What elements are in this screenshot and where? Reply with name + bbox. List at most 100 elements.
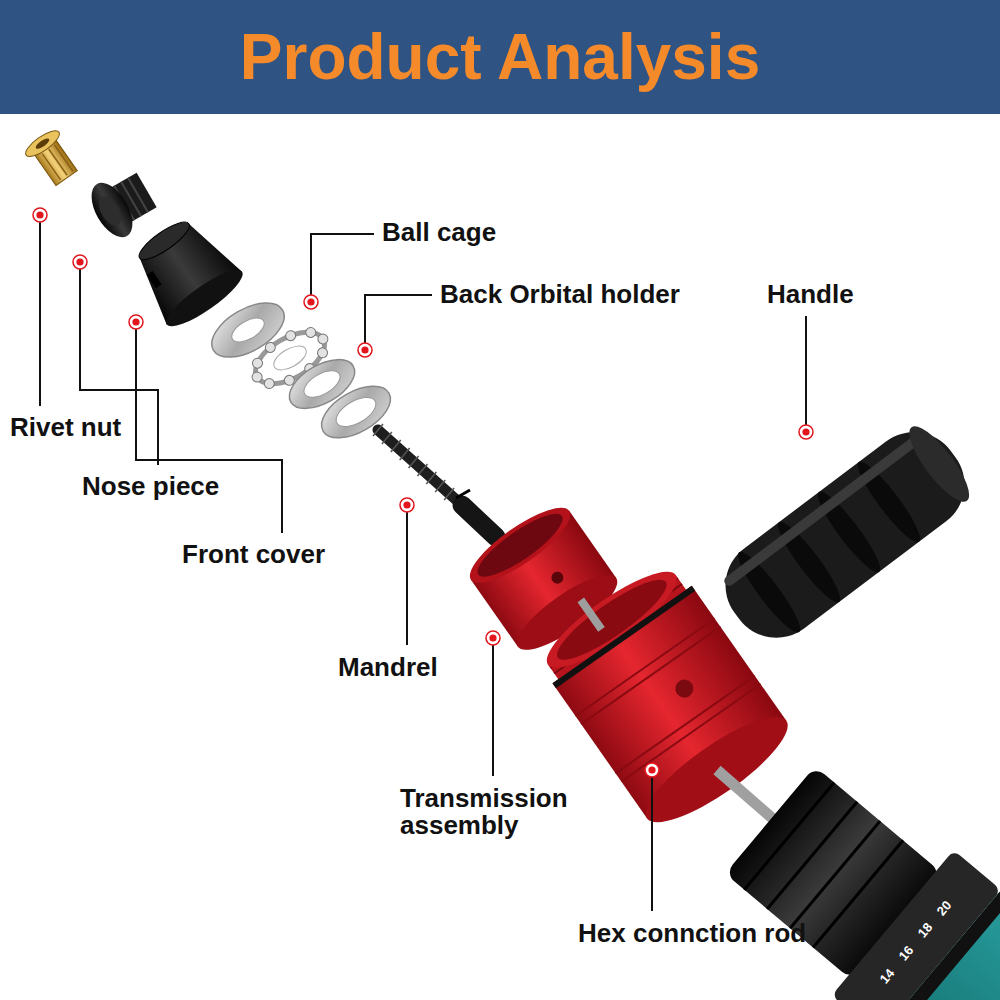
illustration-shape — [54, 145, 72, 171]
illustration-shape — [575, 618, 714, 716]
illustration-shape — [147, 271, 162, 288]
illustration-shape — [461, 496, 580, 594]
illustration-shape — [651, 770, 653, 911]
illustration-shape — [470, 505, 570, 586]
illustration-shape — [552, 586, 695, 688]
illustration-shape — [578, 598, 605, 632]
illustration-shape — [462, 505, 496, 537]
illustration-shape — [400, 448, 410, 460]
nose-piece-part — [83, 164, 161, 244]
illustration-shape — [725, 766, 941, 979]
illustration-shape — [391, 440, 401, 452]
illustration-shape — [400, 498, 414, 512]
illustration-shape — [426, 472, 436, 484]
illustration-shape — [94, 193, 126, 230]
illustration-shape — [132, 318, 139, 325]
drill-part — [699, 736, 1000, 1000]
illustration-shape — [39, 215, 41, 406]
illustration-shape — [536, 558, 688, 682]
illustration-shape — [373, 424, 454, 500]
part-label: Nose piece — [82, 473, 219, 500]
illustration-shape — [36, 211, 43, 218]
part-label: Back Orbital holder — [440, 281, 680, 308]
mandrel-part — [373, 424, 496, 537]
illustration-shape — [417, 464, 427, 476]
illustration-shape — [400, 498, 414, 512]
illustration-shape — [365, 295, 432, 350]
illustration-shape — [707, 414, 983, 656]
illustration-shape — [645, 763, 659, 777]
illustration-shape — [262, 377, 276, 391]
illustration-shape — [382, 432, 392, 444]
illustration-shape — [304, 326, 318, 340]
illustration-shape — [284, 329, 298, 343]
illustration-shape — [129, 315, 143, 329]
illustration-shape — [270, 341, 310, 375]
illustration-shape — [373, 424, 383, 436]
illustration-shape — [799, 425, 813, 439]
thrust-bearing-part — [203, 292, 399, 449]
illustration-shape — [645, 763, 659, 777]
illustration-shape — [34, 137, 51, 151]
illustration-shape — [648, 766, 655, 773]
illustration-shape — [128, 178, 148, 213]
part-label: Ball cage — [382, 219, 496, 246]
illustration-shape — [228, 313, 268, 347]
illustration-shape — [581, 627, 720, 725]
illustration-shape — [22, 126, 63, 160]
illustration-shape — [621, 684, 760, 782]
part-label: Handle — [767, 281, 854, 308]
illustration-shape — [486, 631, 500, 645]
illustration-shape — [307, 298, 314, 305]
illustration-shape — [358, 343, 372, 357]
part-label: Mandrel — [338, 654, 438, 681]
title: Product Analysis — [0, 0, 1000, 114]
illustration-shape — [409, 456, 419, 468]
illustration-shape — [435, 480, 445, 492]
illustration-shape — [83, 176, 141, 244]
illustration-shape — [406, 505, 408, 645]
illustration-shape — [802, 428, 809, 435]
illustration-shape — [799, 425, 813, 439]
illustration-shape — [73, 255, 87, 269]
part-label: Front cover — [182, 541, 325, 568]
handle-part — [707, 414, 983, 656]
part-label: Hex connction rod — [578, 920, 806, 947]
illustration-shape — [869, 878, 1000, 1000]
illustration-shape — [42, 154, 60, 180]
title-band — [0, 0, 1000, 114]
illustration-shape — [767, 802, 857, 909]
part-label: Transmission assembly — [400, 785, 600, 840]
illustration-shape — [486, 631, 500, 645]
illustration-shape — [851, 456, 927, 548]
illustration-shape — [129, 315, 143, 329]
illustration-shape — [311, 234, 374, 302]
illustration-shape — [489, 634, 496, 641]
illustration-shape — [744, 782, 834, 889]
illustration-shape — [722, 429, 928, 587]
illustration-shape — [492, 638, 494, 776]
illustration-shape — [76, 258, 83, 265]
illustration-shape — [444, 488, 454, 500]
illustration-shape — [869, 878, 1000, 1000]
illustration-shape — [331, 391, 380, 432]
leader-lines — [40, 215, 806, 911]
illustration-shape — [549, 569, 566, 586]
illustration-shape — [250, 370, 264, 384]
illustration-shape — [136, 322, 282, 533]
illustration-shape — [549, 569, 675, 671]
illustration-shape — [316, 332, 330, 346]
illustration-shape — [616, 676, 755, 774]
illustration-shape — [300, 365, 345, 402]
illustration-shape — [263, 341, 277, 355]
illustration-shape — [403, 501, 410, 508]
illustration-shape — [456, 490, 470, 498]
illustration-shape — [33, 208, 47, 222]
illustration-shape — [378, 430, 462, 505]
illustration-shape — [73, 255, 87, 269]
illustration-shape — [672, 676, 697, 701]
illustration-shape — [358, 343, 372, 357]
illustration-shape — [49, 149, 67, 175]
illustration-shape — [134, 216, 193, 265]
callout-dots — [33, 208, 813, 777]
